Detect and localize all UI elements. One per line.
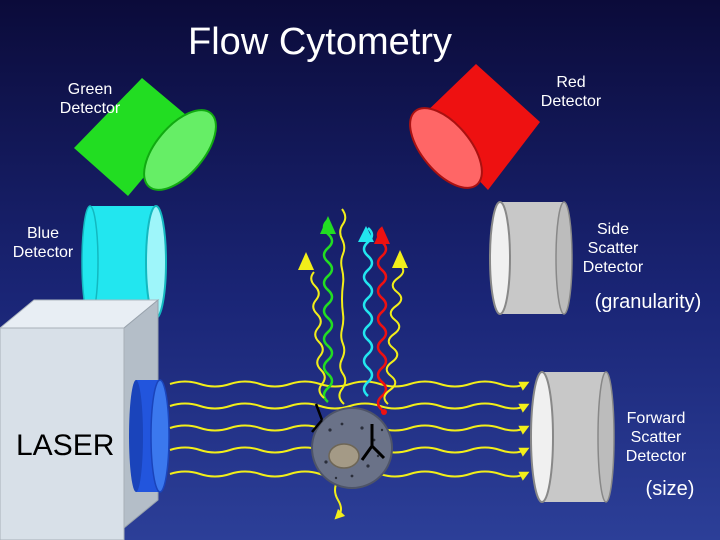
red-emission — [376, 227, 388, 411]
green-emission — [322, 219, 334, 403]
red-arrow-head — [374, 226, 390, 244]
green-detector — [74, 78, 217, 196]
green-detector-label: Green Detector — [59, 81, 121, 118]
green-arrow-head — [320, 216, 336, 234]
side-scatter-arrow-2 — [392, 250, 408, 268]
side-scatter-detector — [489, 201, 573, 315]
laser-beam — [169, 402, 530, 413]
side-scatter-arrow-1 — [298, 252, 314, 270]
granularity-label: (granularity) — [594, 291, 702, 313]
cyan-arrow-head — [358, 226, 374, 242]
emitted-light — [298, 208, 408, 411]
side-scatter-light — [338, 208, 347, 405]
side-scatter-label: Side Scatter Detector — [582, 221, 644, 277]
side-scatter-light-right — [383, 263, 405, 405]
page-title: Flow Cytometry — [188, 21, 452, 63]
red-detector — [409, 64, 540, 190]
size-label: (size) — [645, 478, 695, 500]
forward-scatter-detector — [530, 371, 615, 503]
laser-label: LASER — [16, 429, 115, 462]
forward-scatter-label: Forward Scatter Detector — [625, 410, 687, 466]
red-detector-label: Red Detector — [540, 74, 602, 111]
cell — [311, 403, 393, 489]
laser-lens — [129, 379, 170, 493]
side-scatter-light-left — [310, 271, 326, 399]
laser-beam — [169, 380, 530, 391]
blue-detector-label: Blue Detector — [12, 225, 74, 262]
cyan-emission — [362, 227, 374, 397]
blue-detector — [81, 205, 167, 319]
